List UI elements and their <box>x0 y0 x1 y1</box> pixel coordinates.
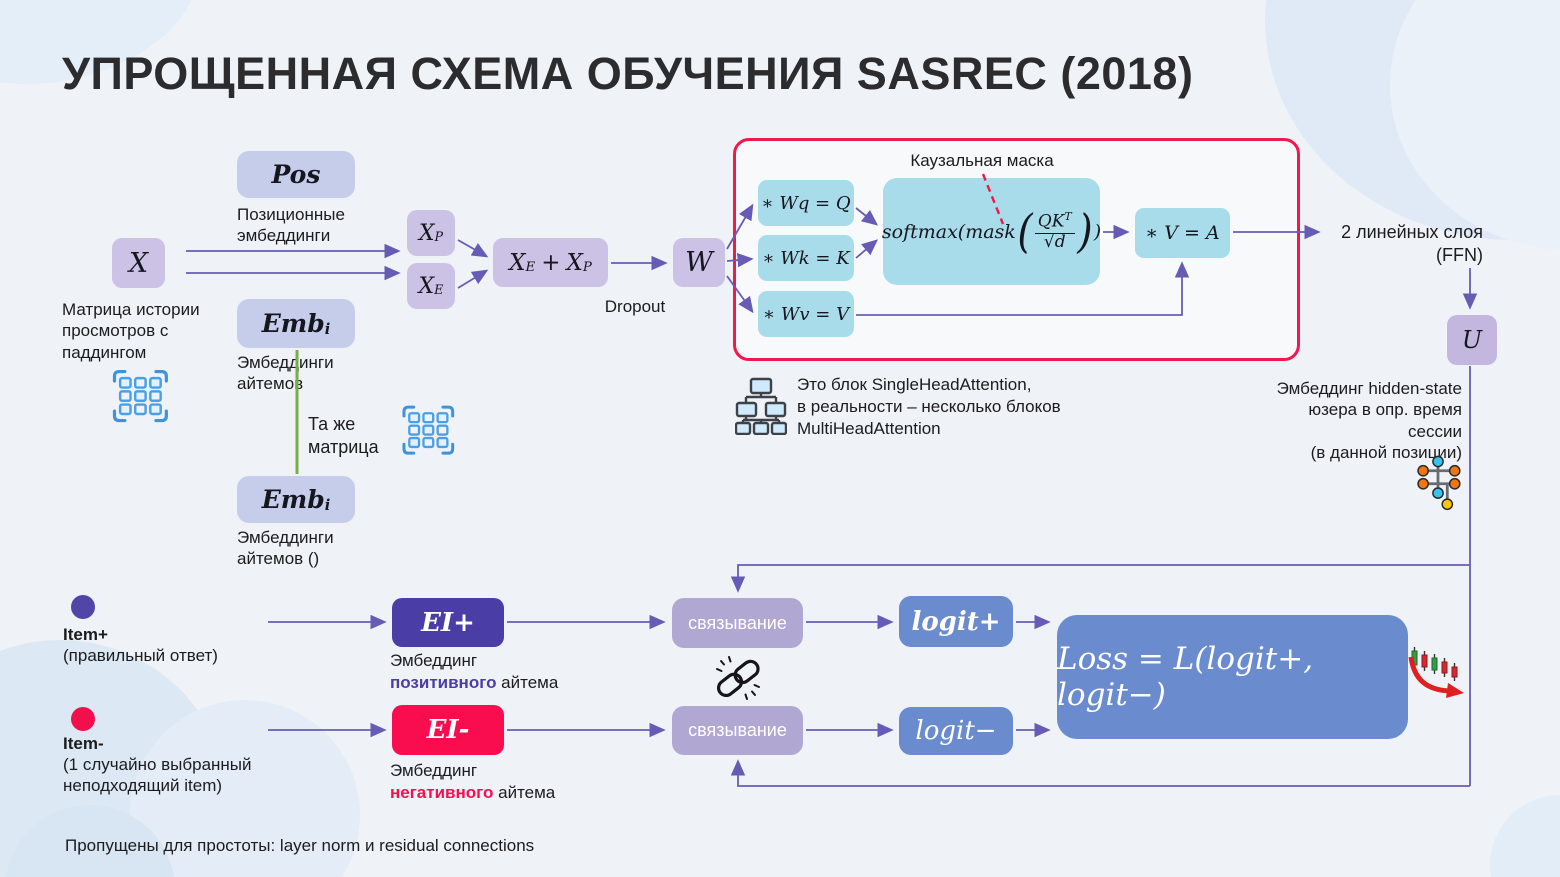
node-wv-label: ∗ Wv = V <box>762 303 850 325</box>
node-w-label: W <box>685 247 713 278</box>
node-emb2-caption: Эмбеддинги айтемов () <box>237 528 334 569</box>
ei-minus-caption-rest: айтема <box>493 783 556 802</box>
ei-minus-caption-2: негативного айтема <box>390 782 555 803</box>
node-logit-minus: logit− <box>899 707 1013 755</box>
same-matrix-label: Та же матрица <box>308 414 379 457</box>
causal-mask-label: Каузальная маска <box>910 151 1054 170</box>
item-plus-desc: (правильный ответ) <box>63 646 218 665</box>
node-u-label: U <box>1461 326 1483 354</box>
node-logit-plus: logit+ <box>899 596 1013 647</box>
ei-minus-caption-1: Эмбеддинг <box>390 761 478 780</box>
node-emb2-label: Emb <box>261 485 325 514</box>
node-binding-bottom: связывание <box>672 706 803 755</box>
page-title: УПРОЩЕННАЯ СХЕМА ОБУЧЕНИЯ SASREC (2018) <box>62 48 1194 99</box>
ei-plus-highlight: позитивного <box>390 673 497 692</box>
node-ei-minus: EI- <box>392 705 504 755</box>
softmax-fraction: QKT √d <box>1034 210 1075 252</box>
dropout-label: Dropout <box>604 297 666 316</box>
node-va-label: ∗ V = A <box>1145 222 1220 244</box>
node-wv: ∗ Wv = V <box>758 291 854 337</box>
ei-plus-caption-2: позитивного айтема <box>390 672 558 693</box>
node-x-label: X <box>128 247 149 279</box>
hidden-state-note: Эмбеддинг hidden-state юзера в опр. врем… <box>1276 379 1462 463</box>
softmax-open-paren: ( <box>1017 204 1033 259</box>
softmax-den: √d <box>1043 231 1066 252</box>
node-emb1-caption: Эмбеддинги айтемов <box>237 353 334 394</box>
node-ei-minus-label: EI- <box>426 715 470 745</box>
ei-plus-caption-rest: айтема <box>496 673 559 692</box>
node-xe-label: X <box>418 273 435 299</box>
node-pos: Pos <box>237 151 355 198</box>
matrix-grid-icon <box>106 366 172 433</box>
node-wq-label: ∗ Wq = Q <box>761 192 851 214</box>
node-ei-plus: EI+ <box>392 598 504 647</box>
node-softmax: softmax(mask(QKT √d)) <box>881 178 1102 285</box>
chain-link-icon <box>714 654 762 707</box>
softmax-num-sup: T <box>1064 210 1072 224</box>
logit-minus-label: logit− <box>915 716 997 746</box>
node-x: X <box>112 238 165 288</box>
softmax-close-paren: ) <box>1077 204 1093 259</box>
sum-b2: X <box>566 249 583 276</box>
loss-label: Loss = L(logit+, logit−) <box>1057 641 1314 713</box>
attention-blocks-icon <box>734 377 788 440</box>
logit-plus-label: logit+ <box>911 606 1001 637</box>
binding-bottom-label: связывание <box>688 720 787 740</box>
node-x-caption: Матрица истории просмотров с паддингом <box>62 300 200 362</box>
node-wk: ∗ Wk = K <box>758 235 854 281</box>
node-wq: ∗ Wq = Q <box>758 180 854 226</box>
softmax-num: QK <box>1037 211 1065 232</box>
user-state-network-icon <box>1412 448 1464 519</box>
attention-note: Это блок SingleHeadAttention, в реальнос… <box>797 375 1061 438</box>
node-pos-caption: Позиционные эмбеддинги <box>237 205 345 246</box>
binding-top-label: связывание <box>688 612 787 633</box>
item-minus-dot <box>71 707 95 731</box>
node-va: ∗ V = A <box>1135 208 1230 258</box>
node-wk-label: ∗ Wk = K <box>762 247 850 269</box>
node-ei-plus-label: EI+ <box>421 607 475 638</box>
item-plus-dot <box>71 595 95 619</box>
footnote: Пропущены для простоты: layer norm и res… <box>65 836 535 855</box>
node-binding-top: связывание <box>672 598 803 648</box>
item-minus-name: Item- <box>63 734 104 753</box>
matrix-grid-icon <box>396 402 458 465</box>
node-loss: Loss = L(logit+, logit−) <box>1057 615 1408 739</box>
node-u: U <box>1447 315 1497 365</box>
ei-minus-highlight: негативного <box>390 783 494 802</box>
sum-b1: X <box>509 249 526 276</box>
softmax-prefix: softmax(mask <box>881 220 1016 243</box>
node-pos-label: Pos <box>271 160 321 189</box>
ei-plus-caption-1: Эмбеддинг <box>390 651 478 670</box>
sum-op: + <box>541 249 561 276</box>
ffn-label: 2 линейных слоя (FFN) <box>1341 222 1483 266</box>
item-plus-name: Item+ <box>63 625 108 644</box>
softmax-suffix: ) <box>1093 220 1102 243</box>
node-w: W <box>673 238 725 287</box>
node-emb1-label: Emb <box>261 309 325 338</box>
loss-decreasing-icon <box>1408 645 1466 706</box>
node-xp-label: X <box>418 220 435 246</box>
item-minus-desc: (1 случайно выбранный неподходящий item) <box>63 755 252 796</box>
